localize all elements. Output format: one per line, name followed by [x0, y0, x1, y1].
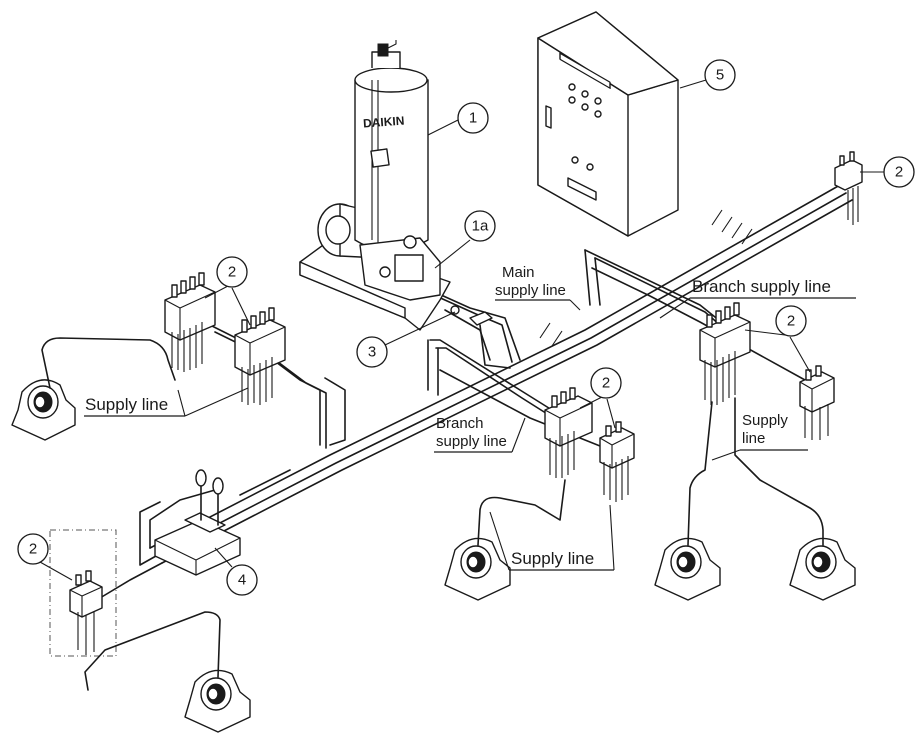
svg-text:2: 2 — [29, 541, 37, 558]
svg-text:Supply line: Supply line — [511, 549, 594, 568]
brand-label: DAIKIN — [363, 114, 405, 131]
bearing-center — [444, 479, 566, 601]
main-supply-pipes — [99, 184, 853, 599]
distributor-right — [699, 302, 751, 405]
svg-text:2: 2 — [895, 164, 903, 181]
bearing-bottom-left — [84, 611, 251, 733]
svg-text:supply line: supply line — [495, 282, 566, 299]
bearing-right-1 — [654, 401, 721, 601]
callout-1a: 1a — [434, 210, 496, 269]
callout-1: 1 — [427, 102, 489, 136]
svg-text:Branch supply line: Branch supply line — [692, 277, 831, 296]
label-branch-supply-line-right: Branch supply line — [659, 277, 856, 319]
distributor-top-left — [164, 272, 216, 372]
svg-text:1: 1 — [469, 110, 477, 127]
label-supply-line-left: Supply line — [84, 387, 249, 417]
bearing-left — [11, 337, 176, 441]
svg-text:Main: Main — [502, 264, 535, 281]
svg-text:Supply line: Supply line — [85, 395, 168, 414]
svg-text:Supply: Supply — [742, 412, 788, 429]
distributor-far-right — [834, 151, 863, 225]
svg-text:supply line: supply line — [436, 433, 507, 450]
label-branch-supply-line-center: Branch supply line — [434, 415, 526, 453]
callout-2-top-left: 2 — [204, 256, 251, 326]
callout-2-far-right: 2 — [860, 156, 915, 188]
svg-text:line: line — [742, 430, 765, 447]
label-main-supply-line: Main supply line — [495, 264, 581, 311]
distributor-right-2 — [799, 365, 835, 440]
bearing-right-2 — [734, 397, 856, 601]
callout-2-bottom-left: 2 — [17, 533, 73, 581]
distributor-bottom-left — [49, 529, 117, 657]
callout-5: 5 — [679, 59, 736, 91]
svg-text:4: 4 — [238, 572, 246, 589]
svg-text:2: 2 — [787, 313, 795, 330]
svg-text:3: 3 — [368, 344, 376, 361]
svg-text:Branch: Branch — [436, 415, 484, 432]
svg-text:5: 5 — [716, 67, 724, 84]
control-cabinet — [537, 11, 679, 237]
label-supply-line-bottom: Supply line — [489, 504, 615, 571]
indicator-lamps — [568, 83, 602, 171]
distributor-top-left-2 — [234, 307, 286, 405]
callout-4: 4 — [214, 547, 258, 596]
svg-text:2: 2 — [602, 375, 610, 392]
callout-2-right: 2 — [744, 305, 811, 373]
junction-block — [450, 305, 493, 326]
distributor-center-2 — [599, 421, 635, 502]
svg-text:1a: 1a — [472, 218, 489, 235]
distributor-center — [544, 387, 593, 478]
svg-text:2: 2 — [228, 264, 236, 281]
label-supply-line-right: Supply line — [711, 412, 808, 461]
callout-2-center: 2 — [579, 367, 622, 429]
grease-pump: DAIKIN — [299, 40, 451, 331]
callout-3: 3 — [356, 311, 456, 368]
end-switch — [154, 469, 241, 576]
